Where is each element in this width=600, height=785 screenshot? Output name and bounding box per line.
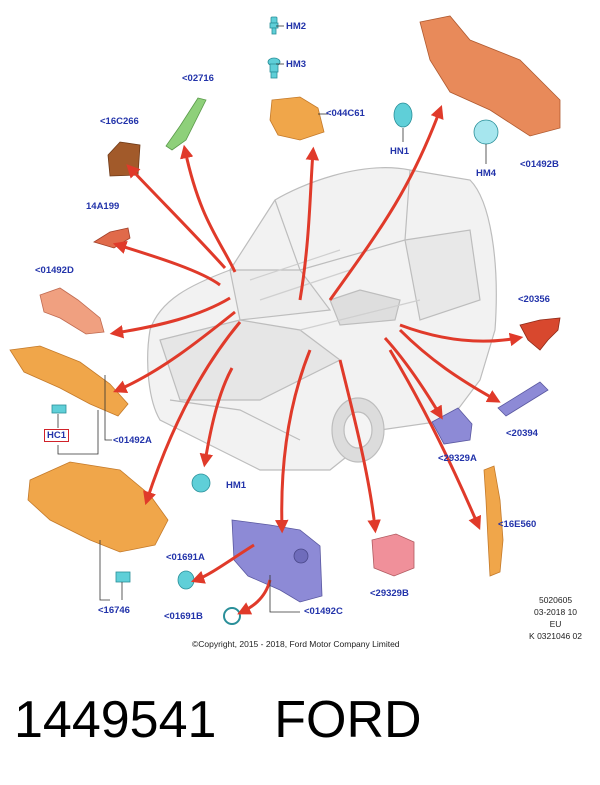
meta-line4: K 0321046 02 [529,631,582,641]
part-044c61 [269,96,325,141]
clip-hm3-part [267,57,281,79]
meta-line3: EU [549,619,562,629]
label-14a199: 14A199 [86,201,120,212]
label-hm4: HM4 [476,168,497,179]
callout-arrows [109,104,524,615]
part-01492a [9,345,129,417]
drawing-meta: 5020605 03-2018 10 EU K 0321046 02 [529,594,582,642]
grommet-01691a-part [177,570,195,590]
part-16c266 [107,141,141,177]
copyright-notice: ©Copyright, 2015 - 2018, Ford Motor Comp… [192,639,400,649]
clip-hc1-part [51,404,67,414]
grommet-hm1-part [191,473,211,493]
part-number: 1449541 [14,691,217,749]
clip-16746-part [115,571,131,583]
grommet-hm4-part [473,119,499,145]
label-16746: <16746 [98,605,130,616]
label-hc1: HC1 [44,429,70,442]
part-16746 [27,461,169,553]
part-14a199 [93,227,131,249]
grommet-01691b-part [223,607,241,625]
label-hm1: HM1 [226,480,247,491]
part-01492c-hole [293,548,309,564]
label-044c61: <044C61 [326,108,365,119]
part-01492c [231,519,323,603]
part-01492d [39,287,105,335]
part-20394 [497,381,549,417]
label-16c266: <16C266 [100,116,139,127]
label-01492a: <01492A [113,435,152,446]
meta-line2: 03-2018 10 [534,607,578,617]
label-02716: <02716 [182,73,214,84]
part-02716 [165,97,207,151]
label-20356: <20356 [518,294,550,305]
part-01492b [419,15,561,137]
label-01492d: <01492D [35,265,74,276]
label-hm2: HM2 [286,21,307,32]
meta-line1: 5020605 [538,595,573,605]
label-01492b: <01492B [520,159,559,170]
label-01691a: <01691A [166,552,205,563]
part-16e560 [483,465,504,577]
clip-hm2-part [269,16,279,35]
leader-lines [57,25,487,613]
label-16e560: <16E560 [498,519,537,530]
label-29329a: <29329A [438,453,477,464]
grommet-hn1-part [393,102,413,128]
footer-title: 1449541 FORD [14,690,422,750]
part-29329b [371,533,415,577]
part-20356 [519,317,561,351]
label-20394: <20394 [506,428,538,439]
parts-diagram [9,15,561,625]
label-hm3: HM3 [286,59,307,70]
label-29329b: <29329B [370,588,409,599]
label-hn1: HN1 [390,146,410,157]
label-01691b: <01691B [164,611,203,622]
brand-name: FORD [274,691,422,749]
label-01492c: <01492C [304,606,343,617]
